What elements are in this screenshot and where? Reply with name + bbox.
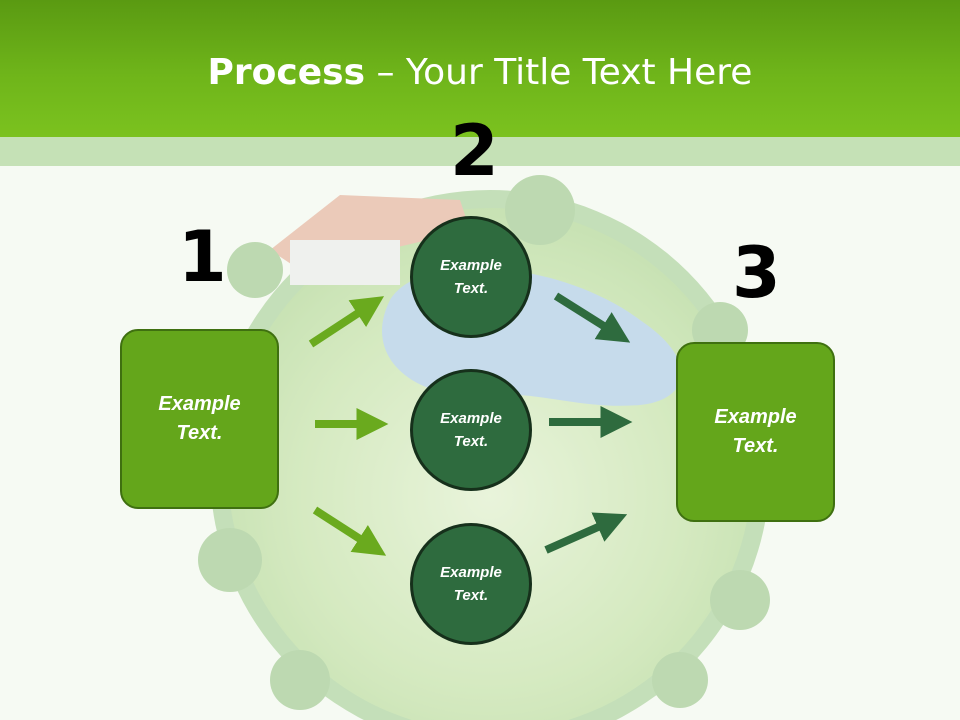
step-3-box: Example Text. (676, 342, 835, 522)
step-1-box: Example Text. (120, 329, 279, 509)
circle-middle-text-line1: Example (440, 410, 502, 427)
arrow-1-to-top (308, 296, 385, 348)
step-number-2: 2 (450, 110, 499, 192)
header-accent-band (0, 137, 960, 166)
arrow-1-to-bottom (312, 506, 387, 556)
slide-title: Process – Your Title Text Here (0, 52, 960, 93)
circle-top-text-line2: Text. (453, 280, 489, 297)
title-rest-text: – Your Title Text Here (365, 52, 753, 93)
arrow-top-to-3 (553, 292, 631, 343)
circle-middle-text-line2: Text. (453, 433, 489, 450)
step-2-circle-middle: Example Text. (410, 369, 532, 491)
step-3-text-line2: Text. (732, 435, 779, 457)
step-3-text-line1: Example (714, 406, 797, 428)
step-number-3: 3 (732, 232, 781, 314)
step-1-text-line2: Text. (176, 422, 223, 444)
circle-bottom-text-line1: Example (440, 564, 502, 581)
circle-bottom-text-line2: Text. (453, 587, 489, 604)
step-1-text-line1: Example (158, 393, 241, 415)
circle-top-text-line1: Example (440, 257, 502, 274)
step-2-circle-top: Example Text. (410, 216, 532, 338)
header-bar (0, 0, 960, 137)
title-bold-text: Process (207, 52, 366, 93)
arrow-bottom-to-3 (544, 512, 628, 554)
step-2-circle-bottom: Example Text. (410, 523, 532, 645)
step-number-1: 1 (178, 216, 227, 298)
